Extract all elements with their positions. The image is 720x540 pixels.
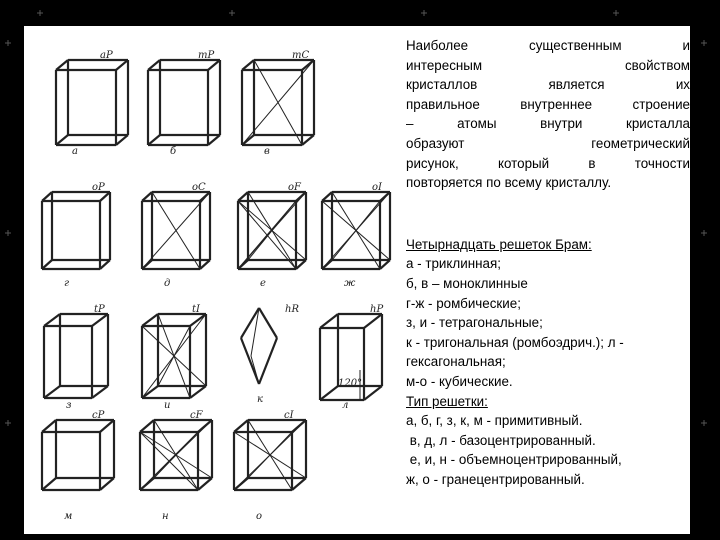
lattice-cell-oP: oP г	[42, 182, 110, 289]
bravais-item: м-о - кубические.	[406, 372, 690, 392]
lattice-diagram: aP а mP б mC в oP г oC д oF е oI ж tP з tI и hR к 120° hP л cP м…	[24, 26, 400, 534]
lattice-symbol: cI	[284, 410, 295, 421]
bravais-item: г-ж - ромбические;	[406, 294, 690, 314]
bravais-item: к - тригональная (ромбоэдрич.); л -	[406, 333, 690, 353]
lattice-caption: л	[342, 400, 348, 411]
lattice-symbol: aP	[100, 50, 113, 61]
lattice-caption: в	[264, 146, 270, 157]
lattice-caption: з	[66, 400, 71, 411]
intro-line: интересным свойством	[406, 56, 690, 76]
lattice-symbol: oF	[288, 182, 302, 193]
lattice-symbol: cP	[92, 410, 105, 421]
bravais-item: а - триклинная;	[406, 254, 690, 274]
lattice-cell-hR: hR к	[241, 304, 299, 405]
lattice-type-item: ж, о - гранецентрированный.	[406, 470, 690, 490]
lattice-cell-oF: oF е	[238, 182, 306, 289]
lattice-caption: г	[64, 278, 69, 289]
lattice-cell-oC: oC д	[142, 182, 210, 289]
lattice-cell-hP: 120° hP л	[320, 304, 383, 411]
lattice-caption: б	[170, 146, 177, 157]
lattice-symbol: cF	[190, 410, 204, 421]
lattice-symbol: hP	[370, 304, 383, 315]
intro-line: – атомы внутри кристалла	[406, 114, 690, 134]
lattice-caption: д	[164, 278, 170, 289]
lattice-type-item: в, д, л - базоцентрированный.	[406, 431, 690, 451]
lattice-cell-cI: cI о	[234, 410, 306, 522]
lattice-symbol: tI	[192, 304, 201, 315]
bravais-item: б, в – моноклинные	[406, 274, 690, 294]
bravais-item: гексагональная;	[406, 352, 690, 372]
lattice-cell-cF: cF н	[140, 410, 212, 522]
intro-line: повторяется по всему кристаллу.	[406, 173, 690, 193]
lattice-caption: е	[260, 278, 266, 289]
angle-label: 120°	[338, 378, 362, 389]
lattice-caption: н	[162, 511, 169, 522]
lattice-symbol: oP	[92, 182, 105, 193]
lattice-caption: м	[64, 511, 72, 522]
lattice-cell-aP: aP а	[56, 50, 128, 157]
intro-line: рисунок, который в точности	[406, 154, 690, 174]
lattice-symbol: oI	[372, 182, 383, 193]
bravais-heading: Четырнадцать решеток Брам:	[406, 235, 690, 255]
lattice-symbol: tP	[94, 304, 105, 315]
lattice-cell-cP: cP м	[42, 410, 114, 522]
lattice-cell-tI: tI и	[142, 304, 206, 411]
lattice-type-item: а, б, г, з, к, м - примитивный.	[406, 411, 690, 431]
bravais-lattices-figure: aP а mP б mC в oP г oC д oF е oI ж tP з tI и hR к 120° hP л cP м…	[24, 26, 400, 534]
lattice-caption: а	[72, 146, 78, 157]
lattice-caption: ж	[344, 278, 356, 289]
lattice-type-heading: Тип решетки:	[406, 392, 690, 412]
lattice-symbol: mC	[292, 50, 309, 61]
bravais-item: з, и - тетрагональные;	[406, 313, 690, 333]
lattice-caption: и	[164, 400, 170, 411]
intro-line: правильное внутреннее строение	[406, 95, 690, 115]
lattice-cell-mP: mP б	[148, 50, 220, 157]
lattice-caption: о	[256, 511, 262, 522]
lattice-cell-tP: tP з	[44, 304, 108, 411]
lattice-type-item: е, и, н - объемноцентрированный,	[406, 450, 690, 470]
lattice-cell-oI: oI ж	[322, 182, 390, 289]
lattice-symbol: mP	[198, 50, 214, 61]
lattice-symbol: hR	[285, 304, 299, 315]
lattice-cell-mC: mC в	[242, 50, 314, 157]
intro-line: Наиболее существенным и	[406, 36, 690, 56]
bravais-list: Четырнадцать решеток Брам: а - триклинна…	[406, 235, 690, 490]
lattice-symbol: oC	[192, 182, 206, 193]
intro-line: кристаллов является их	[406, 75, 690, 95]
intro-line: образуют геометрический	[406, 134, 690, 154]
lattice-caption: к	[257, 394, 263, 405]
